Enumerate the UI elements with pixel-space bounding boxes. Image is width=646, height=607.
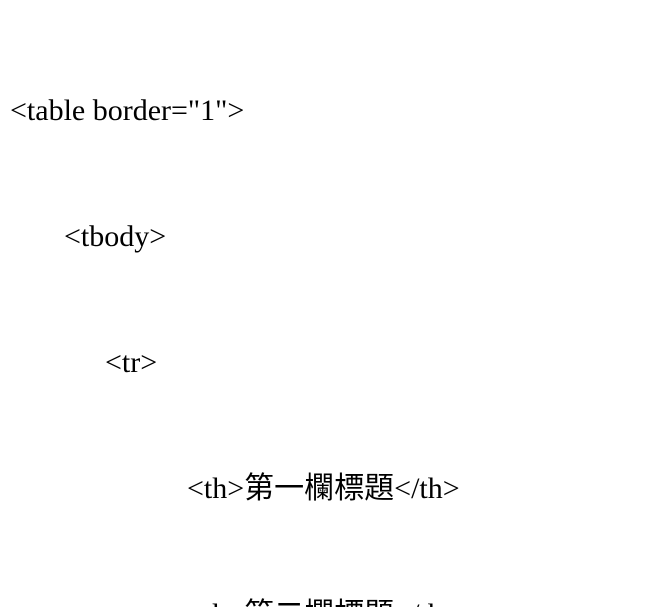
- code-line-th-2: <th>第二欄標題</th>: [10, 594, 646, 607]
- code-line-tr-open-1: <tr>: [105, 346, 158, 379]
- code-line-tbody-open: <tbody>: [64, 220, 167, 253]
- code-line-table-open: <table border="1">: [10, 94, 245, 127]
- code-line-th-1: <th>第一欄標題</th>: [187, 472, 460, 505]
- code-block: <table border="1"> <tbody> <tr> <th>第一欄標…: [10, 6, 646, 607]
